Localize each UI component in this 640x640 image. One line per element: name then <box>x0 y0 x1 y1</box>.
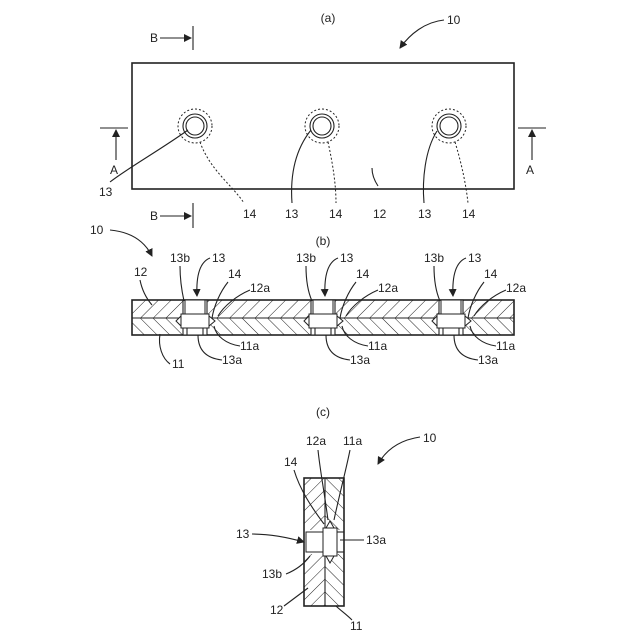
section-mark-b-top-text: B <box>150 31 158 45</box>
view-c-label-sheethole: 11a <box>343 434 362 448</box>
view-a-label-assembly: 10 <box>447 13 461 27</box>
section-mark-a-left: A <box>100 128 128 177</box>
view-a-fastener-1 <box>178 109 212 143</box>
view-a-label-fastener-3: 13 <box>418 207 432 221</box>
view-a-fastener-2 <box>305 109 339 143</box>
view-b-label-platehole-3: 12a <box>506 281 526 295</box>
view-a-label-fastener-1: 13 <box>99 185 113 199</box>
view-c-label-sealant: 14 <box>284 455 298 469</box>
section-mark-a-right: A <box>518 128 546 177</box>
view-b-label-lower-2: 13a <box>350 353 370 367</box>
section-mark-b-bottom: B <box>150 203 193 228</box>
view-a-label-plate: 12 <box>373 207 387 221</box>
view-c-label-upper: 13b <box>262 567 282 581</box>
view-a-fastener-3 <box>432 109 466 143</box>
view-b-label-sealant-1: 14 <box>228 267 242 281</box>
view-c-label-sheet: 11 <box>350 619 363 633</box>
view-b-caption: (b) <box>316 234 331 248</box>
view-a-label-sealant-1: 14 <box>243 207 257 221</box>
view-a: (a) B B <box>99 11 546 228</box>
view-c-label-platehole: 12a <box>306 434 326 448</box>
view-b-label-sheethole-2: 11a <box>368 339 387 353</box>
view-b-label-sheethole-1: 11a <box>240 339 259 353</box>
view-b: (b) 10 <box>90 223 526 371</box>
view-b-label-platehole-2: 12a <box>378 281 398 295</box>
view-b-label-sheet: 11 <box>172 357 185 371</box>
view-b-label-upper-2: 13b <box>296 251 316 265</box>
view-b-label-lower-3: 13a <box>478 353 498 367</box>
view-b-label-fastener-1: 13 <box>212 251 226 265</box>
section-mark-b-bottom-text: B <box>150 209 158 223</box>
view-b-label-sealant-2: 14 <box>356 267 370 281</box>
view-b-label-sheethole-3: 11a <box>496 339 515 353</box>
view-c-label-lower: 13a <box>366 533 386 547</box>
view-b-label-upper-1: 13b <box>170 251 190 265</box>
view-b-label-platehole-1: 12a <box>250 281 270 295</box>
view-a-label-sealant-2: 14 <box>329 207 343 221</box>
view-c: (c) 10 12a 11a 14 13 13a 13b <box>236 405 437 633</box>
view-a-label-fastener-2: 13 <box>285 207 299 221</box>
section-mark-a-right-text: A <box>526 163 534 177</box>
view-a-panel <box>132 63 514 189</box>
view-b-label-lower-1: 13a <box>222 353 242 367</box>
view-b-label-fastener-2: 13 <box>340 251 354 265</box>
view-b-label-plate: 12 <box>134 265 148 279</box>
view-c-label-fastener: 13 <box>236 527 250 541</box>
view-a-label-sealant-3: 14 <box>462 207 476 221</box>
view-c-label-plate: 12 <box>270 603 284 617</box>
view-c-caption: (c) <box>316 405 330 419</box>
view-c-label-assembly: 10 <box>423 431 437 445</box>
section-mark-b-top: B <box>150 26 193 50</box>
view-b-label-upper-3: 13b <box>424 251 444 265</box>
view-b-label-sealant-3: 14 <box>484 267 498 281</box>
view-b-label-fastener-3: 13 <box>468 251 482 265</box>
view-b-label-assembly: 10 <box>90 223 104 237</box>
section-mark-a-left-text: A <box>110 163 118 177</box>
view-a-caption: (a) <box>321 11 336 25</box>
